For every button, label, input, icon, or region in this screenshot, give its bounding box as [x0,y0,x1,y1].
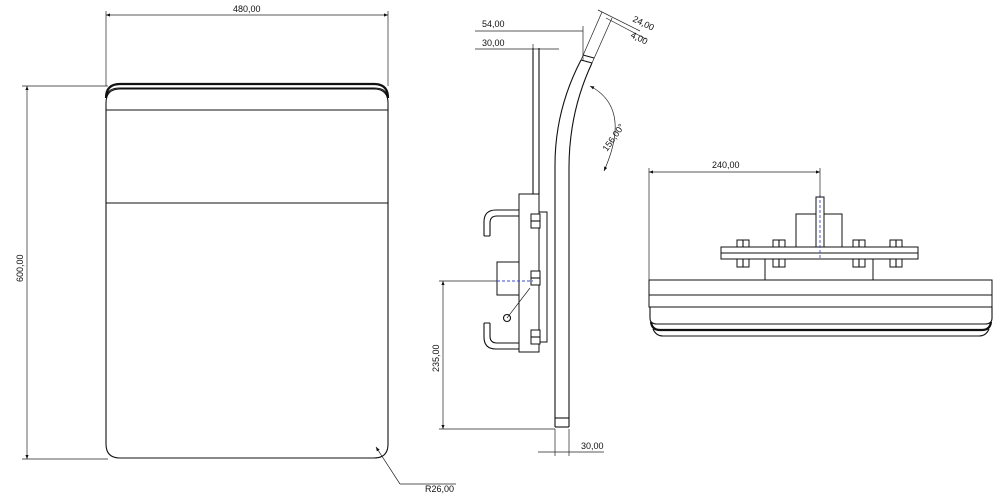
side-hook-top [483,209,519,237]
side-angle-label: 156,00° [600,122,626,154]
top-lip-2 [649,321,993,332]
top-lip-1 [649,307,993,325]
top-bolt-4 [889,239,903,268]
side-pivot-circle [502,313,512,323]
top-bolt-1 [736,239,750,268]
side-bottom-width-label: 30,00 [581,441,604,451]
side-bolt-bottom [530,329,541,345]
front-top-rim-inner [106,87,388,97]
side-mount-height-label: 235,00 [431,344,441,372]
side-hook-bottom [483,322,519,350]
top-view: 240,00 [648,160,993,337]
top-lip-3 [652,328,990,337]
front-height-label: 600,00 [15,254,25,282]
top-bolt-2 [772,239,786,268]
top-body [648,279,993,308]
top-bolt-3 [852,239,866,268]
side-thickness-inner-label: 4,00 [629,30,649,47]
side-offset-top-label: 54,00 [482,19,505,29]
front-radius-leader [375,446,401,485]
side-offset-inner-label: 30,00 [482,38,505,48]
side-view: 54,00 30,00 24,00 4,00 156,00° 235,00 30… [431,9,656,456]
front-panel-outline [105,88,389,459]
top-half-width-label: 240,00 [712,160,740,170]
front-radius-label: R26,00 [425,484,454,494]
front-top-rim [104,82,390,99]
side-bolt-top [530,213,541,229]
side-blade-inner [568,62,593,427]
side-bolt-middle [530,270,541,286]
side-blade-tip [580,59,593,64]
side-clamp-block [496,261,520,296]
front-width-label: 480,00 [233,4,261,14]
front-view: 480,00 600,00 R26,00 [15,4,456,494]
side-blade-outer [554,59,582,427]
side-angle-arc [589,85,616,172]
